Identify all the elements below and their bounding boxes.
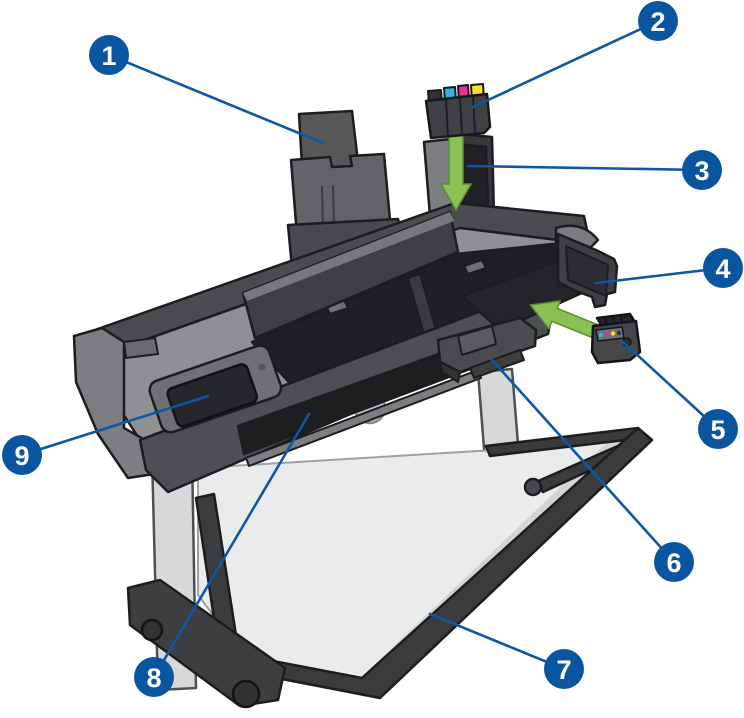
callout-circle-1 <box>89 35 129 75</box>
printhead-unit <box>590 312 642 365</box>
callout-printhead-door: 4 <box>703 248 743 288</box>
callout-rear-paper-tray: 1 <box>89 35 129 75</box>
front-panel-screen <box>166 363 259 428</box>
callout-number-8: 8 <box>146 663 161 693</box>
callout-number-3: 3 <box>694 156 709 186</box>
output-tray-tab <box>457 325 497 356</box>
leader-line-printhead-door <box>594 266 725 285</box>
leader-line-ink-cartridges <box>471 19 660 109</box>
callout-number-2: 2 <box>650 7 665 37</box>
stand-and-basket <box>126 367 654 709</box>
callout-circle-7 <box>544 649 584 689</box>
front-shelf-strip <box>245 369 482 467</box>
callout-basket: 7 <box>544 649 584 689</box>
printhead-label <box>595 326 625 342</box>
deck-screw <box>258 363 266 371</box>
callout-circle-9 <box>2 435 42 475</box>
cartridge-carrier-body <box>424 92 492 140</box>
leader-line-front-panel <box>20 394 210 457</box>
callout-number-9: 9 <box>14 441 29 471</box>
leader-line-front-window <box>152 412 311 679</box>
left-foot-bar <box>126 578 287 708</box>
callout-output-tray: 6 <box>654 542 694 582</box>
printhead-dot-black <box>616 330 622 336</box>
output-tray-lip <box>439 361 461 383</box>
callout-circle-6 <box>654 542 694 582</box>
callout-front-panel: 9 <box>2 435 42 475</box>
leader-line-printhead <box>620 339 720 431</box>
leader-line-basket <box>428 612 566 671</box>
open-lid-rim <box>243 212 454 301</box>
callout-number-4: 4 <box>715 254 730 284</box>
leader-line-rear-paper-tray <box>107 53 325 145</box>
left-cap-notch <box>123 337 159 359</box>
callout-circle-5 <box>698 409 738 449</box>
callout-circle-2 <box>638 1 678 41</box>
callout-number-1: 1 <box>101 41 116 71</box>
callout-front-window: 8 <box>134 657 174 697</box>
side-caster-wheel <box>140 618 164 642</box>
printhead-dot-magenta <box>604 331 610 337</box>
callout-circle-3 <box>682 150 722 190</box>
callout-layer: 1 2 3 4 5 6 7 8 9 <box>2 1 743 697</box>
printhead-dot-yellow <box>610 331 616 336</box>
callout-number-6: 6 <box>666 548 681 578</box>
callout-circle-4 <box>703 248 743 288</box>
callout-number-7: 7 <box>556 655 571 685</box>
front-caster-wheel <box>231 679 261 709</box>
interior-tab-right <box>463 259 487 275</box>
basket-arm-joint <box>523 477 543 497</box>
callout-circle-8 <box>134 657 174 697</box>
printhead-dot-cyan <box>598 332 604 338</box>
cartridge-separators <box>445 95 476 137</box>
front-panel <box>148 344 283 434</box>
callout-ink-cartridges: 2 <box>638 1 678 41</box>
callout-number-5: 5 <box>710 415 725 445</box>
leader-line-ink-cartridge-slot <box>466 164 704 172</box>
leader-line-output-tray <box>490 358 676 564</box>
callout-ink-cartridge-slot: 3 <box>682 150 722 190</box>
callout-printhead: 5 <box>698 409 738 449</box>
ink-cartridge-pack <box>424 83 492 140</box>
